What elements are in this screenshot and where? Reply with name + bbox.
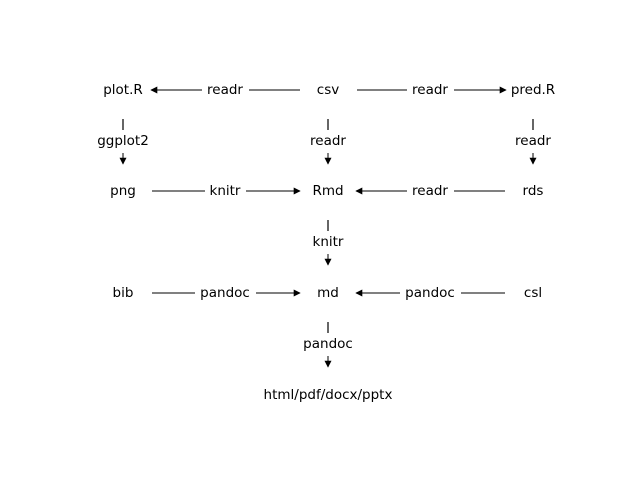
edge-label-rds-rmd: readr xyxy=(412,183,448,199)
edge-label-csv-pred: readr xyxy=(412,82,448,98)
edge-label-png-rmd: knitr xyxy=(210,183,241,199)
node-plot-r: plot.R xyxy=(103,82,143,98)
edge-label-rmd-md: knitr xyxy=(313,234,344,250)
node-output: html/pdf/docx/pptx xyxy=(264,387,393,403)
edge-label-csv-rmd: readr xyxy=(310,133,346,149)
edge-label-plot-png: ggplot2 xyxy=(97,133,149,149)
edge-label-md-output: pandoc xyxy=(303,336,353,352)
node-md: md xyxy=(317,285,339,301)
edge-label-csl-md: pandoc xyxy=(405,285,455,301)
node-csv: csv xyxy=(317,82,339,98)
node-rds: rds xyxy=(523,183,544,199)
node-rmd: Rmd xyxy=(312,183,343,199)
node-csl: csl xyxy=(524,285,542,301)
edge-label-csv-plot: readr xyxy=(207,82,243,98)
node-pred-r: pred.R xyxy=(511,82,555,98)
node-bib: bib xyxy=(113,285,134,301)
edge-label-bib-md: pandoc xyxy=(200,285,250,301)
node-png: png xyxy=(110,183,136,199)
edge-label-pred-rds: readr xyxy=(515,133,551,149)
